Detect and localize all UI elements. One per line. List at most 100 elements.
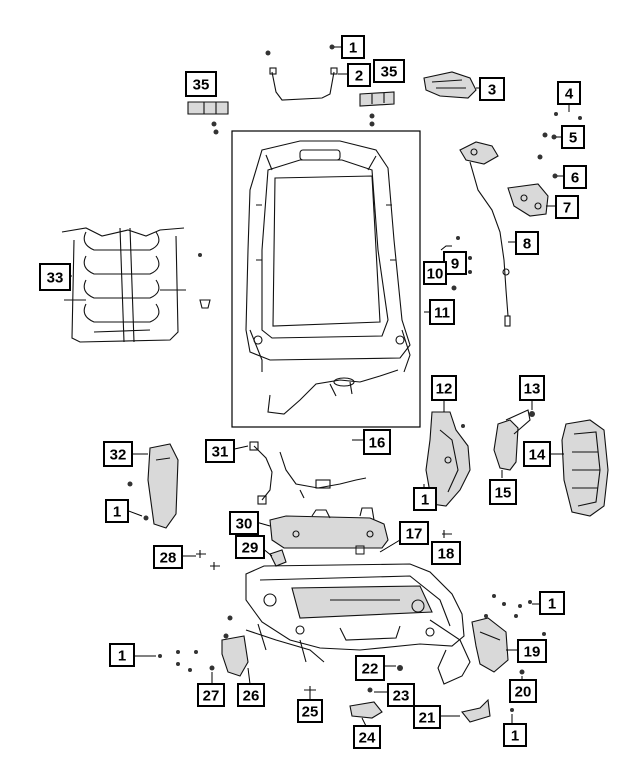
callout-31: 31 [205,439,235,463]
callout-15: 15 [489,479,517,505]
callout-number: 5 [569,130,577,147]
callout-number: 2 [355,68,363,85]
callout-32: 32 [103,441,133,467]
headrest-guide-rod [269,67,338,101]
leader-lines [62,46,570,727]
callout-box [561,125,585,149]
callout-number: 8 [523,236,531,253]
airbag-wire-harness [249,441,273,505]
lumbar-lever [493,409,531,471]
callout-box [363,429,391,455]
callout-box [297,699,323,723]
seat-cushion-wire-harness [279,451,367,499]
callout-box [423,261,447,285]
screw-icon [502,602,506,606]
callout-box [413,487,437,511]
callout-number: 28 [160,550,177,567]
screw-icon [127,481,133,487]
callout-number: 17 [406,526,423,543]
callout-19: 19 [517,639,547,663]
callout-1: 1 [503,723,527,747]
callout-number: 27 [203,688,220,705]
callout-number: 35 [381,64,398,81]
callout-number: 1 [548,596,556,613]
screw-icon [551,134,557,140]
callout-box [341,35,365,59]
callout-17: 17 [399,521,429,545]
callout-box [399,521,429,545]
seat-bracket-clip [269,549,287,567]
callout-box [429,299,455,325]
callout-26: 26 [237,683,265,707]
callout-box [197,683,225,707]
screw-icon [510,708,514,712]
screw-icon [519,669,525,675]
callout-box [185,71,217,97]
seat-back-rear-shield [561,419,609,517]
callout-number: 9 [451,256,459,273]
callout-number: 13 [524,381,541,398]
screw-icon [369,113,375,119]
callout-box [103,441,133,467]
screw-icon [461,424,465,428]
callout-box [237,683,265,707]
screw-icon [554,112,558,116]
callout-box [153,545,183,569]
callout-box [347,63,371,87]
callout-box [39,263,71,291]
recliner-cover [423,71,477,99]
screw-icon [176,650,180,654]
callout-box [555,195,579,219]
callout-3: 3 [479,77,505,101]
callout-box [517,639,547,663]
callout-box [431,375,457,401]
part-9-clip [440,245,452,251]
callout-number: 35 [193,77,210,94]
callout-box [229,511,259,535]
callout-number: 6 [571,170,579,187]
callout-number: 26 [243,688,260,705]
callout-27: 27 [197,683,225,707]
callout-7: 7 [555,195,579,219]
sensor-clip [355,545,365,555]
screw-icon [367,687,373,693]
headrest-guide-sleeve-right [359,91,395,107]
callout-30: 30 [229,511,259,535]
callout-number: 10 [427,266,444,283]
callout-box [523,441,551,467]
headrest-guide-sleeve-left [187,101,229,115]
callout-number: 1 [349,40,357,57]
seat-side-bracket [471,617,509,673]
callout-1: 1 [105,499,129,523]
callout-1: 1 [109,643,135,667]
callout-35: 35 [373,59,405,83]
callout-14: 14 [523,441,551,467]
callout-box [355,655,385,681]
screw-icon [213,129,219,135]
seat-back-side-cover [147,443,179,529]
screw-icon [369,121,375,127]
callout-number: 1 [118,648,126,665]
seat-cushion-front-bracket [269,507,389,549]
screw-icon [542,632,546,636]
screw-icon [223,633,229,639]
screw-icon [329,44,335,50]
bolt [196,550,206,558]
bolt [210,562,220,570]
callout-number: 32 [110,447,127,464]
screw-icon [468,270,472,274]
callout-number: 11 [434,305,450,322]
seat-back-wire-harness [267,369,399,415]
callout-24: 24 [353,725,381,749]
callout-2: 2 [347,63,371,87]
screw-icon [451,285,457,291]
callout-box [479,77,505,101]
callout-box [557,81,581,105]
callout-number: 24 [359,730,376,747]
callout-13: 13 [519,375,545,401]
callout-8: 8 [515,231,539,255]
screw-icon [227,615,233,621]
screw-icon [468,256,472,260]
screw-icon [484,614,488,618]
